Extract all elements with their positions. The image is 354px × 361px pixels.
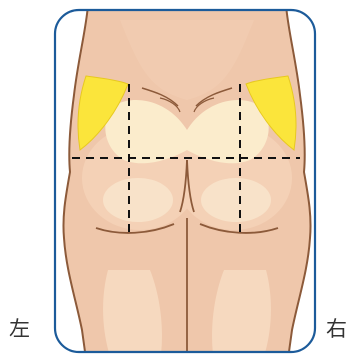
right-thigh-highlight: [212, 270, 271, 357]
left-side-label: 左: [9, 319, 30, 340]
right-buttock-highlight: [201, 178, 271, 222]
right-side-label: 右: [326, 319, 347, 340]
left-buttock-highlight: [103, 178, 173, 222]
figure-group: [63, 5, 310, 357]
left-thigh-highlight: [103, 270, 162, 357]
